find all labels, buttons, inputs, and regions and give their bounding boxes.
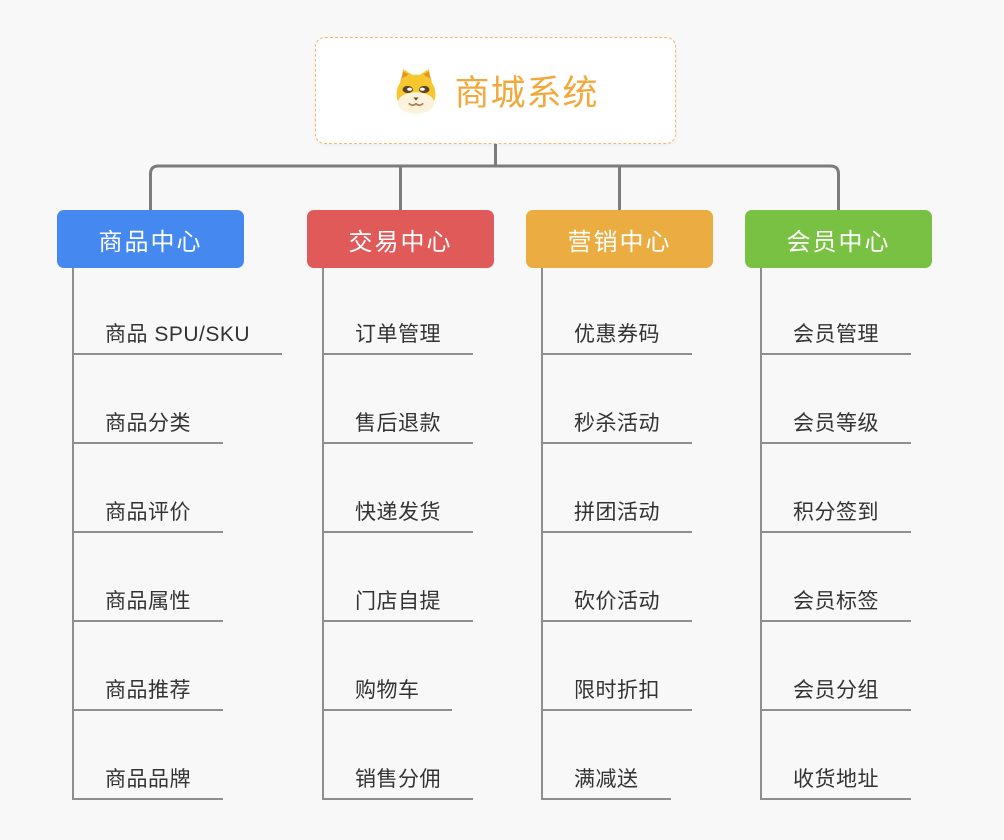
branch-box-2[interactable]: 营销中心 (526, 210, 713, 268)
child-topic[interactable]: 快递发货 (322, 493, 473, 533)
branch-label: 会员中心 (786, 228, 891, 256)
root-topic-title: 商城系统 (454, 74, 599, 113)
child-topic[interactable]: 积分签到 (760, 493, 911, 533)
child-topic[interactable]: 秒杀活动 (541, 404, 692, 444)
child-topic[interactable]: 会员等级 (760, 404, 911, 444)
branch-box-0[interactable]: 商品中心 (57, 210, 244, 268)
branch-trunk-line (322, 268, 324, 800)
branch-trunk-line (760, 268, 762, 800)
root-topic[interactable]: 商城系统 (315, 37, 676, 144)
child-topic[interactable]: 商品品牌 (72, 760, 223, 800)
branch-box-3[interactable]: 会员中心 (745, 210, 932, 268)
child-topic[interactable]: 商品分类 (72, 404, 223, 444)
dog-face-icon (396, 68, 436, 114)
child-topic[interactable]: 收货地址 (760, 760, 911, 800)
branch: 会员中心 会员管理会员等级积分签到会员标签会员分组收货地址 (745, 210, 1004, 840)
branch: 交易中心 订单管理售后退款快递发货门店自提购物车销售分佣 (307, 210, 577, 840)
branch-trunk-line (72, 268, 74, 800)
branch: 商品中心 商品 SPU/SKU 商品分类商品评价商品属性商品推荐商品品牌 (57, 210, 327, 840)
child-topic[interactable]: 门店自提 (322, 582, 473, 622)
child-topic[interactable]: 售后退款 (322, 404, 473, 444)
child-topic[interactable]: 商品属性 (72, 582, 223, 622)
child-topic[interactable]: 会员管理 (760, 315, 911, 355)
child-topic[interactable]: 优惠券码 (541, 315, 692, 355)
child-topic[interactable]: 销售分佣 (322, 760, 473, 800)
branch-label: 交易中心 (348, 228, 453, 256)
child-topic[interactable]: 限时折扣 (541, 671, 692, 711)
child-topic[interactable]: 商品推荐 (72, 671, 223, 711)
child-topic[interactable]: 商品 SPU/SKU (72, 315, 283, 355)
branch-trunk-line (541, 268, 543, 800)
child-topic[interactable]: 购物车 (322, 671, 452, 711)
child-topic[interactable]: 满减送 (541, 760, 671, 800)
branch-label: 商品中心 (98, 228, 203, 256)
child-topic[interactable]: 会员标签 (760, 582, 911, 622)
child-topic[interactable]: 会员分组 (760, 671, 911, 711)
branch-box-1[interactable]: 交易中心 (307, 210, 494, 268)
branch-label: 营销中心 (567, 228, 672, 256)
child-topic[interactable]: 拼团活动 (541, 493, 692, 533)
child-topic[interactable]: 订单管理 (322, 315, 473, 355)
branch: 营销中心 优惠券码秒杀活动拼团活动砍价活动限时折扣满减送 (526, 210, 796, 840)
connector-lines (149, 144, 840, 210)
child-topic[interactable]: 商品评价 (72, 493, 223, 533)
rail-line (149, 164, 840, 210)
child-topic[interactable]: 砍价活动 (541, 582, 692, 622)
